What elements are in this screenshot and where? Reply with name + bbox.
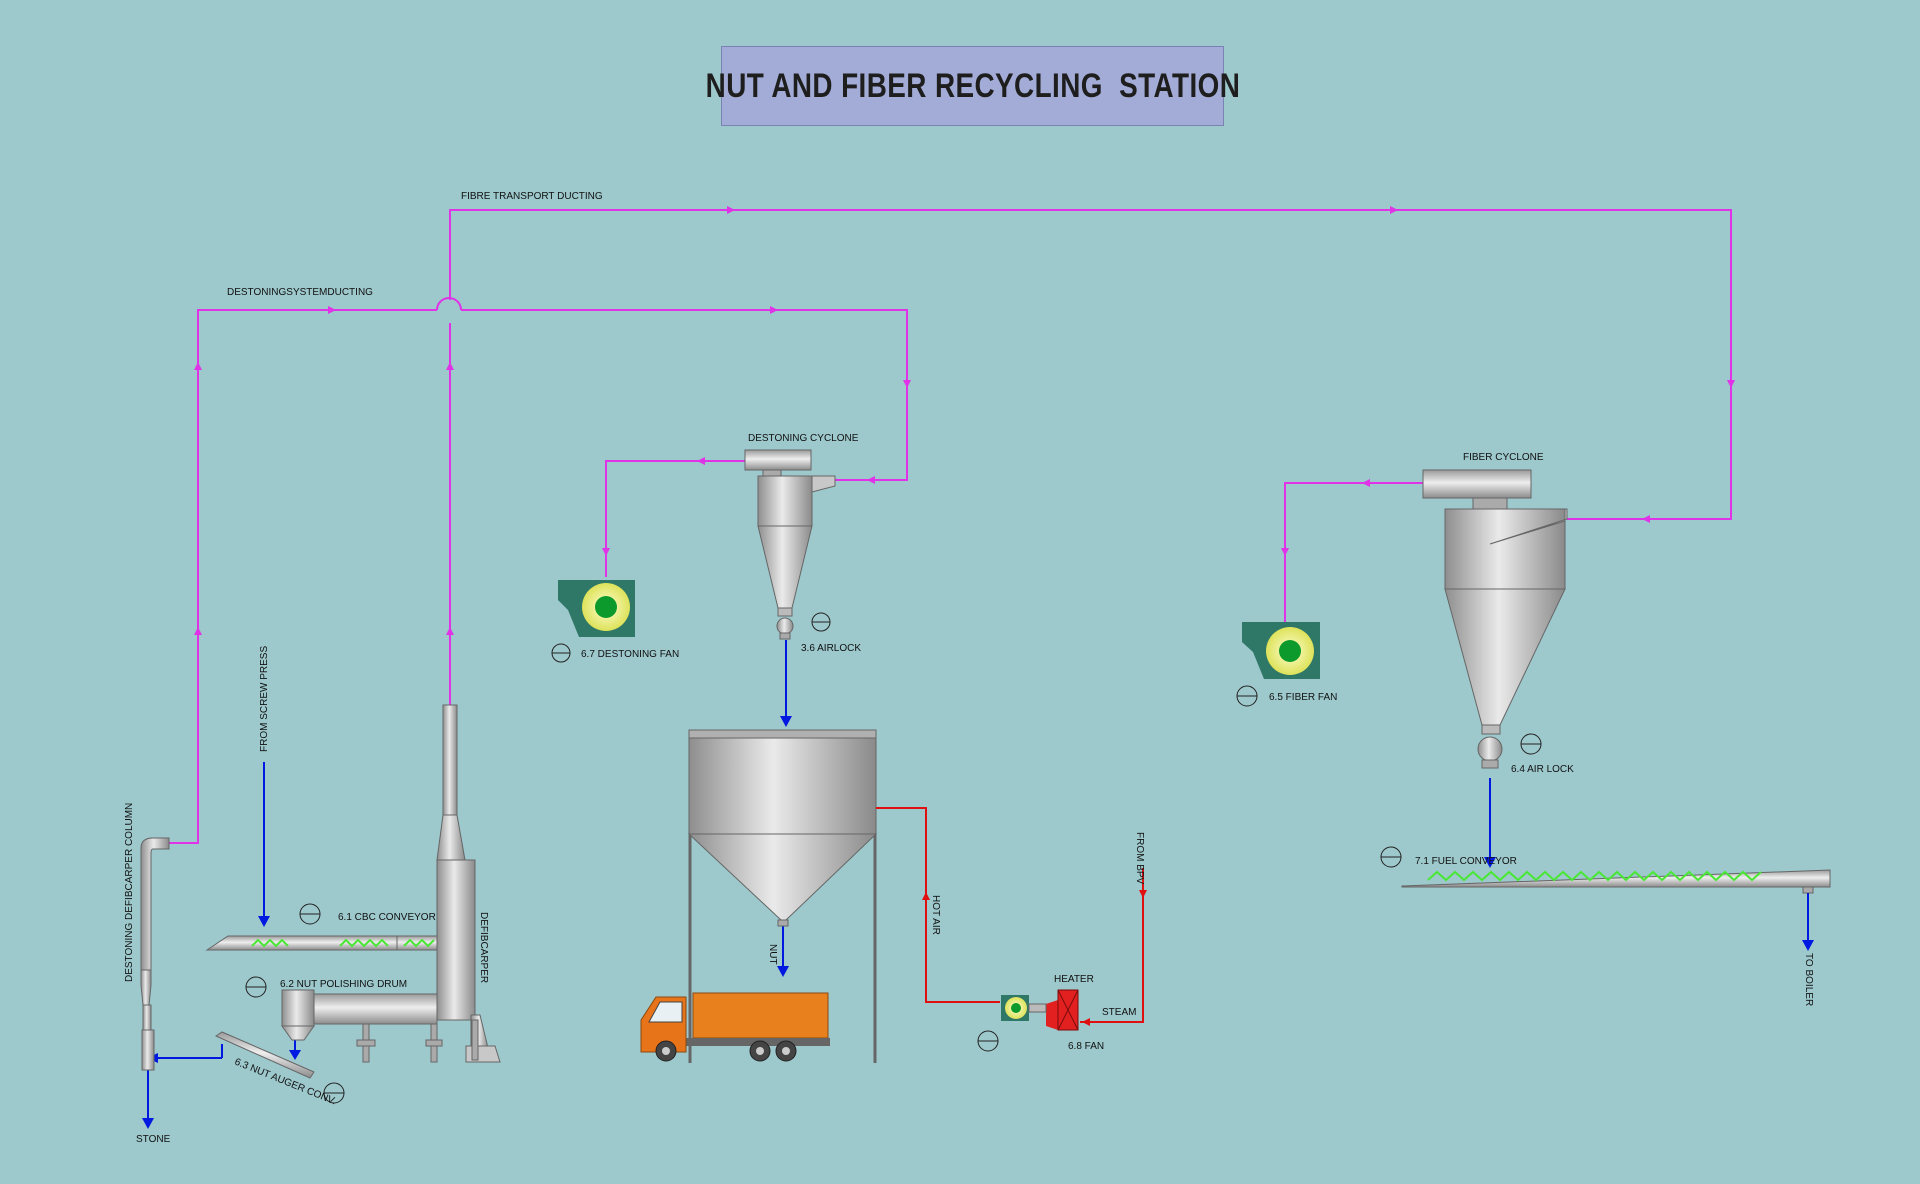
cbc-conveyor bbox=[205, 903, 438, 951]
fibre-ducting-label: FIBRE TRANSPORT DUCTING bbox=[461, 191, 603, 202]
cbc-conveyor-label: 6.1 CBC CONVEYOR bbox=[338, 912, 436, 923]
screw-flight bbox=[251, 938, 289, 948]
screw-flight bbox=[339, 938, 389, 948]
nut-polishing-drum bbox=[245, 976, 443, 1063]
destoning-column-label: DESTONING DEFIBCARPER COLUMN bbox=[124, 803, 135, 982]
to-boiler-label: TO BOILER bbox=[1803, 953, 1814, 1006]
fan-6-8 bbox=[977, 995, 1047, 1052]
defibcarper-label: DEFIBCARPER bbox=[478, 912, 489, 983]
material-flow-lines bbox=[147, 640, 1809, 1118]
airlock-6-4-label: 6.4 AIR LOCK bbox=[1511, 764, 1574, 775]
heater-label: HEATER bbox=[1054, 974, 1094, 985]
destoning-fan bbox=[551, 580, 635, 663]
heater bbox=[1046, 989, 1079, 1031]
fuel-conveyor bbox=[1380, 846, 1831, 894]
page-title: NUT AND FIBER RECYCLING STATION bbox=[705, 66, 1240, 105]
destoning-cyclone bbox=[744, 449, 836, 617]
nut-label: NUT bbox=[767, 944, 778, 965]
airlock-3-6 bbox=[776, 612, 831, 640]
screw-flight bbox=[403, 938, 435, 948]
from-bpv-label: FROM BPV bbox=[1134, 832, 1145, 885]
fiber-fan bbox=[1236, 622, 1320, 707]
fiber-cyclone-label: FIBER CYCLONE bbox=[1463, 452, 1544, 463]
screw-flight bbox=[1427, 870, 1762, 882]
stone-label: STONE bbox=[136, 1134, 171, 1145]
fiber-cyclone bbox=[1422, 469, 1568, 735]
fan-6-8-label: 6.8 FAN bbox=[1068, 1041, 1104, 1052]
nut-polishing-drum-label: 6.2 NUT POLISHING DRUM bbox=[280, 979, 407, 990]
fibre-transport-ducting bbox=[449, 209, 1732, 705]
destoning-cyclone-label: DESTONING CYCLONE bbox=[748, 433, 859, 444]
from-screw-press-label: FROM SCREW PRESS bbox=[259, 646, 270, 752]
hot-air-label: HOT AIR bbox=[930, 895, 941, 935]
title-banner: NUT AND FIBER RECYCLING STATION bbox=[705, 46, 1239, 126]
steam-label: STEAM bbox=[1102, 1007, 1136, 1018]
fuel-conveyor-label: 7.1 FUEL CONVEYOR bbox=[1415, 856, 1517, 867]
nut-auger-conveyor bbox=[214, 1031, 345, 1104]
hot-air-arrows bbox=[922, 890, 1147, 1026]
airlock-6-4 bbox=[1477, 733, 1542, 769]
airlock-3-6-label: 3.6 AIRLOCK bbox=[801, 643, 861, 654]
destoning-ducting-label: DESTONINGSYSTEMDUCTING bbox=[227, 287, 373, 298]
truck bbox=[640, 992, 830, 1062]
destoning-fan-label: 6.7 DESTONING FAN bbox=[581, 649, 679, 660]
defibcarper bbox=[436, 704, 501, 1063]
hot-air-line bbox=[876, 807, 1144, 1023]
fiber-fan-label: 6.5 FIBER FAN bbox=[1269, 692, 1337, 703]
destoning-column bbox=[140, 837, 170, 1071]
duct-flow-arrows bbox=[194, 206, 1735, 635]
nut-hopper bbox=[687, 729, 878, 1063]
